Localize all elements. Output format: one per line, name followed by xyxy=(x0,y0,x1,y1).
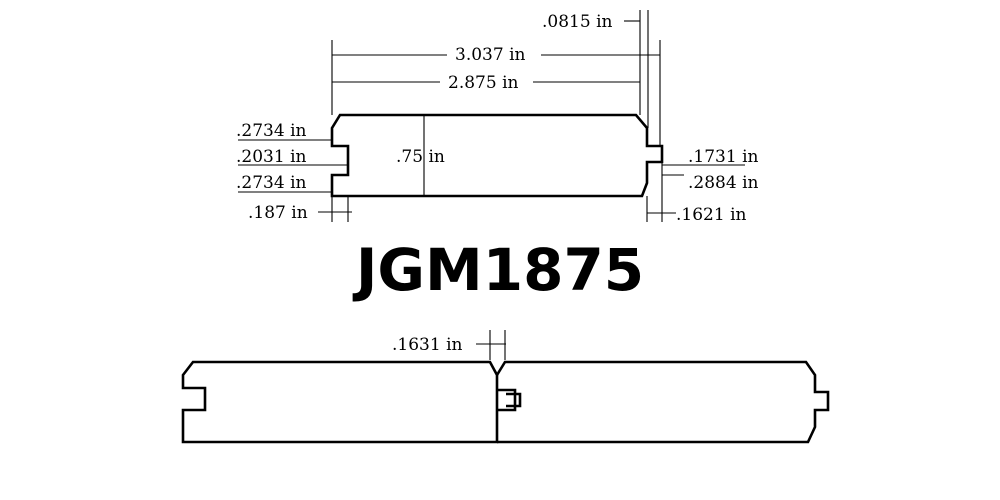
assembly-joint-tongue xyxy=(497,388,517,412)
width-total-label: 3.037 in xyxy=(455,45,526,65)
groove-height-label: .2031 in xyxy=(236,147,307,167)
groove-top-label: .2734 in xyxy=(236,121,307,141)
board-profile-outline xyxy=(330,113,664,198)
gap-label: .1631 in xyxy=(392,335,463,355)
assembly-left-board xyxy=(181,360,499,444)
tongue-offset-label: .2884 in xyxy=(688,173,759,193)
assembly-right-board xyxy=(495,360,830,444)
groove-depth-label: .187 in xyxy=(248,203,308,223)
product-code-title: JGM1875 xyxy=(352,236,644,304)
groove-bottom-label: .2734 in xyxy=(236,173,307,193)
width-face-label: 2.875 in xyxy=(448,73,519,93)
tongue-height-label: .1731 in xyxy=(688,147,759,167)
assembly-right-groove xyxy=(506,392,522,408)
tongue-length-label: .1621 in xyxy=(676,205,747,225)
overall-width-label: .0815 in xyxy=(542,12,613,32)
thickness-label: .75 in xyxy=(396,147,445,167)
